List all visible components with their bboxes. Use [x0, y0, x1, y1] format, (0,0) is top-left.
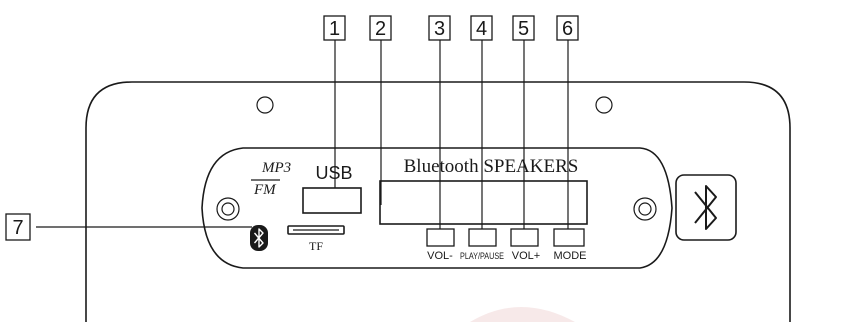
callout-number: 4 — [476, 18, 487, 40]
callout-4: 4 — [470, 15, 493, 41]
display-window — [379, 180, 588, 225]
bluetooth-icon — [253, 228, 264, 248]
tf-label: TF — [309, 239, 323, 253]
usb-label: USB — [315, 163, 352, 183]
callout-1: 1 — [323, 15, 346, 41]
watermark-shape — [470, 307, 575, 322]
mp3-fm-logo: MP3 FM — [251, 160, 291, 198]
vol-minus-button[interactable] — [426, 228, 455, 247]
panel-title: Bluetooth SPEAKERS — [404, 156, 579, 177]
vol-plus-label: VOL+ — [512, 250, 540, 262]
callout-7: 7 — [5, 213, 31, 241]
callout-number: 7 — [12, 217, 23, 239]
logo-mp3-text: MP3 — [261, 160, 291, 176]
screw-icon-left — [216, 197, 240, 221]
tf-card-slot[interactable] — [287, 225, 345, 235]
cabinet-hole-left — [256, 96, 274, 114]
bluetooth-icon — [694, 185, 717, 230]
vol-plus-button[interactable] — [510, 228, 539, 247]
callout-5: 5 — [512, 15, 535, 41]
callout-6: 6 — [556, 15, 579, 41]
callout-number: 6 — [562, 18, 573, 40]
callout-number: 5 — [518, 18, 529, 40]
bluetooth-indicator — [250, 225, 268, 251]
usb-port[interactable] — [302, 187, 362, 214]
callout-number: 1 — [329, 18, 340, 40]
screw-icon-right — [633, 197, 657, 221]
mode-button[interactable] — [553, 228, 585, 247]
callout-number: 2 — [375, 18, 386, 40]
front-panel-plate — [201, 147, 673, 269]
callout-3: 3 — [428, 15, 451, 41]
play-pause-button[interactable] — [468, 228, 497, 247]
mode-label: MODE — [554, 250, 587, 262]
logo-fm-text: FM — [253, 182, 277, 198]
callout-number: 3 — [434, 18, 445, 40]
play-pause-label: PLAY/PAUSE — [460, 251, 504, 261]
cabinet-hole-right — [595, 96, 613, 114]
vol-minus-label: VOL- — [427, 250, 453, 262]
speaker-cabinet — [85, 81, 791, 322]
callout-2: 2 — [369, 15, 392, 41]
bluetooth-badge — [675, 174, 737, 241]
